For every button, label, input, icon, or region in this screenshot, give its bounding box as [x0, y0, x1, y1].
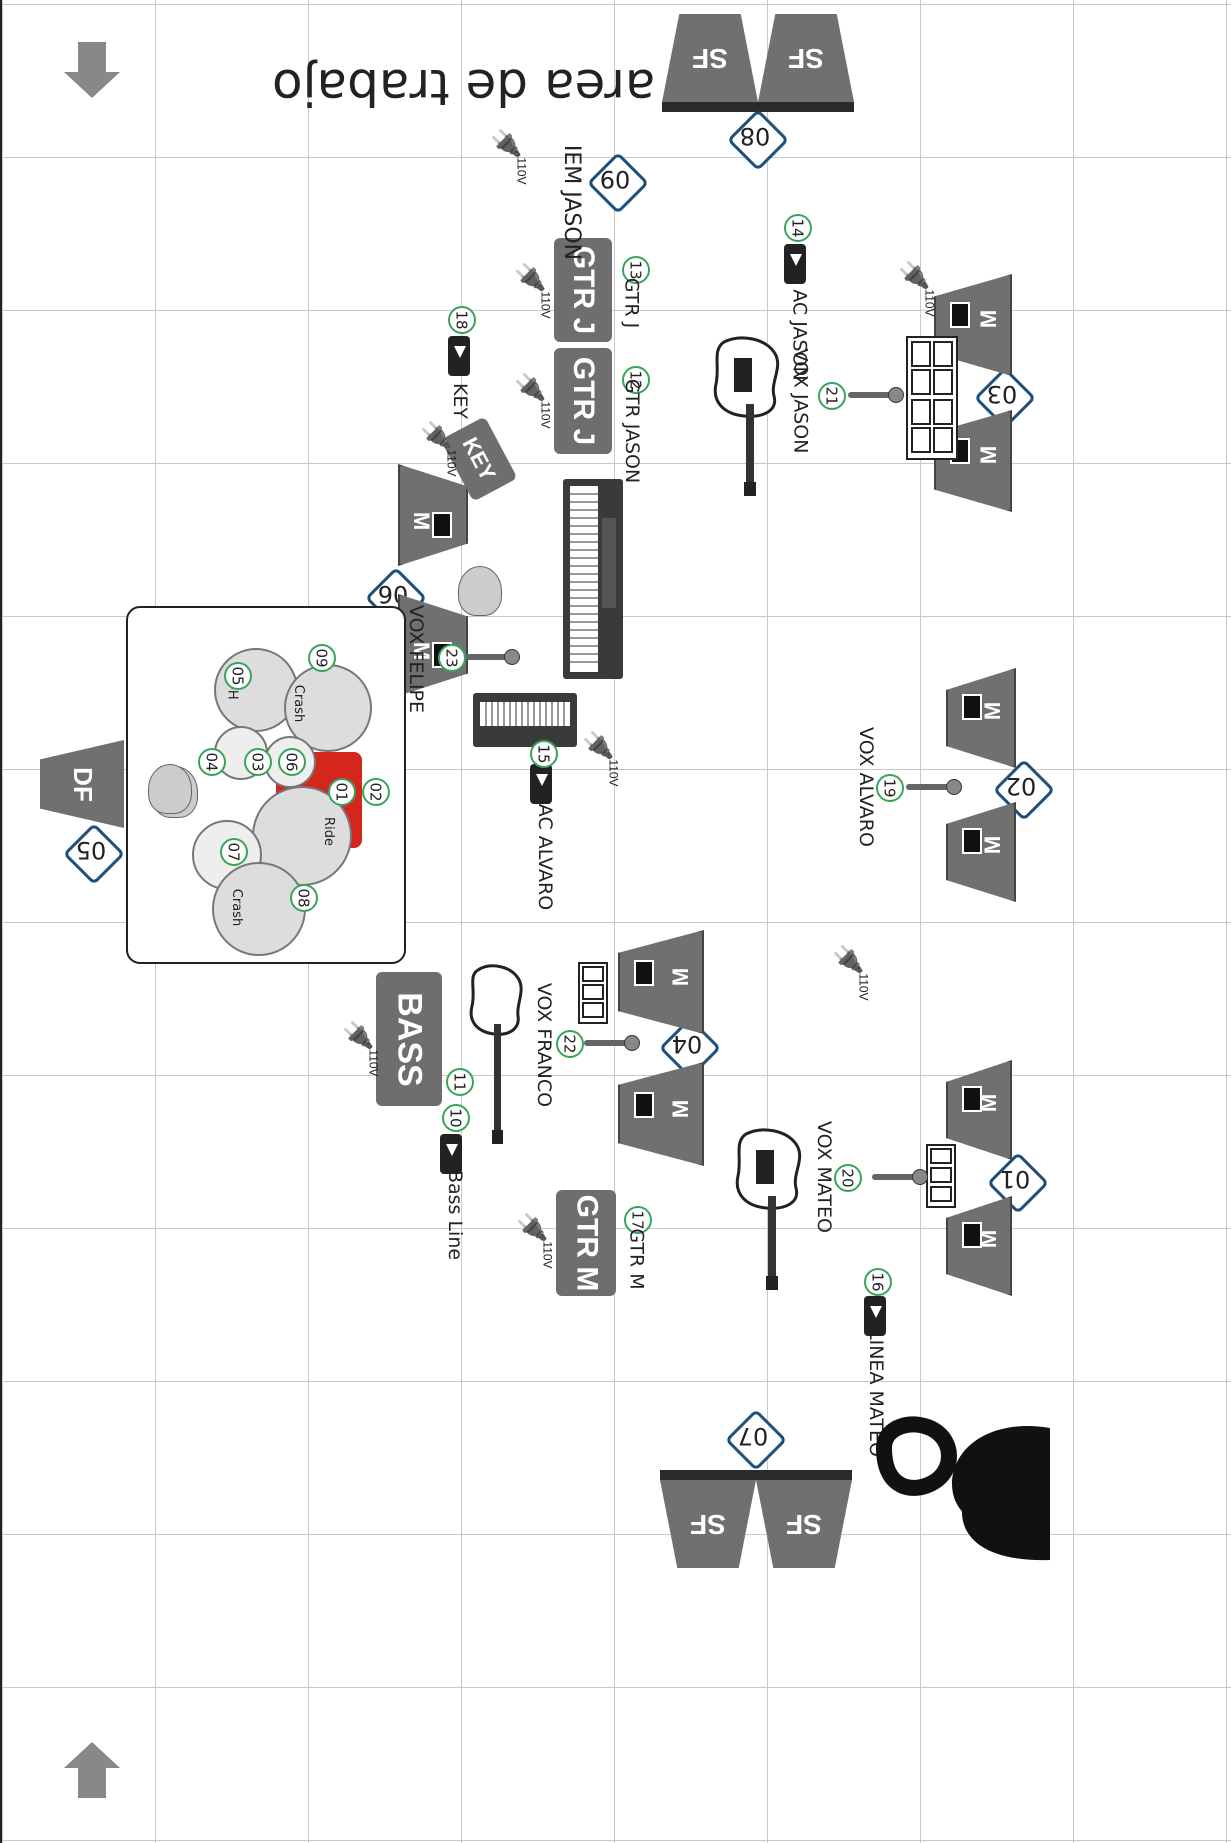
electric-guitar-icon	[710, 332, 790, 498]
arrow-up-icon	[60, 1738, 124, 1802]
keyboard-stool	[458, 566, 502, 616]
channel-marker: 16	[864, 1268, 892, 1296]
input-label: GTR M	[626, 1228, 648, 1289]
input-label: VOX FRANCO	[533, 983, 555, 1107]
power-plug-icon: 🔌110V	[516, 1212, 548, 1243]
di-box-icon	[440, 1134, 462, 1174]
station-08: 08	[730, 112, 780, 162]
guitar-amp-jason-2: GTR J	[554, 348, 612, 454]
station-05: 05	[66, 826, 116, 876]
input-label: VOX ALVARO	[855, 727, 877, 847]
channel-marker: 20	[834, 1164, 862, 1192]
channel-marker: 05	[224, 662, 252, 690]
cymbal-crash: Crash	[212, 862, 306, 956]
di-box-icon	[784, 244, 806, 284]
subwoofer: SF	[758, 14, 854, 102]
iem-label: IEM JASON	[559, 145, 584, 260]
channel-marker: 14	[784, 214, 812, 242]
microphone-icon	[872, 1174, 916, 1180]
electric-guitar-icon	[732, 1124, 812, 1294]
pedalboard-icon	[906, 336, 958, 460]
channel-marker: 10	[442, 1104, 470, 1132]
input-label: KEY	[449, 383, 471, 419]
bass-guitar-icon	[468, 962, 528, 1146]
power-plug-icon: 🔌110V	[832, 944, 864, 975]
station-07: 07	[728, 1412, 778, 1462]
page-title: area de trabajo	[272, 58, 655, 116]
subwoofer: SF	[662, 14, 758, 102]
channel-marker: 04	[198, 748, 226, 776]
di-box-icon	[530, 764, 552, 804]
subwoofer: SF	[756, 1480, 852, 1568]
channel-marker: 02	[362, 778, 390, 806]
subwoofer: SF	[660, 1480, 756, 1568]
input-label: VOX MATEO	[813, 1121, 835, 1233]
station-01: 01	[990, 1155, 1040, 1205]
microphone-icon	[464, 654, 508, 660]
microphone-icon	[906, 784, 950, 790]
keyboard-icon	[472, 692, 578, 748]
keyboard-icon	[562, 478, 624, 680]
power-plug-icon: 🔌110V	[582, 730, 614, 761]
di-box-icon	[448, 336, 470, 376]
station-02: 02	[996, 762, 1046, 812]
power-plug-icon: 🔌110V	[514, 262, 546, 293]
logo-icon	[874, 1408, 1050, 1568]
input-label: GTR JASON	[621, 379, 643, 483]
input-label: VOX JASON	[789, 349, 811, 454]
power-plug-icon: 🔌110V	[342, 1020, 374, 1051]
channel-marker: 01	[328, 778, 356, 806]
channel-marker: 06	[278, 748, 306, 776]
guitar-amp-mateo: GTR M	[556, 1190, 616, 1296]
input-label: GTR J	[620, 278, 642, 329]
station-09: 09	[590, 155, 640, 205]
channel-marker: 18	[448, 306, 476, 334]
channel-marker: 07	[220, 838, 248, 866]
channel-marker: 03	[244, 748, 272, 776]
subwoofer-group-top: SF SF	[662, 14, 852, 114]
microphone-icon	[584, 1040, 628, 1046]
input-label: Bass Line	[444, 1170, 466, 1260]
subwoofer-base	[660, 1470, 852, 1480]
input-label: AC ALVARO	[534, 804, 556, 910]
station-03: 03	[977, 370, 1027, 420]
channel-marker: 08	[290, 884, 318, 912]
channel-marker: 21	[818, 382, 846, 410]
channel-marker: 09	[308, 644, 336, 672]
input-label: VOX FELIPE	[405, 605, 427, 713]
bass-amp: BASS	[376, 972, 442, 1106]
channel-marker: 15	[530, 740, 558, 768]
channel-marker: 23	[438, 644, 466, 672]
power-plug-icon: 🔌110V	[898, 260, 930, 291]
subwoofer-group-bottom: SF SF	[660, 1470, 850, 1580]
channel-marker: 22	[556, 1030, 584, 1058]
power-plug-icon: 🔌110V	[490, 128, 522, 159]
power-plug-icon: 🔌110V	[514, 372, 546, 403]
microphone-icon	[848, 392, 892, 398]
pedalboard-icon	[926, 1144, 956, 1208]
channel-marker: 11	[446, 1068, 474, 1096]
arrow-down-icon	[60, 38, 124, 102]
pedalboard-icon	[578, 962, 608, 1024]
power-plug-icon: 🔌110V	[420, 420, 452, 451]
channel-marker: 19	[876, 774, 904, 802]
drum-throne	[148, 764, 192, 814]
